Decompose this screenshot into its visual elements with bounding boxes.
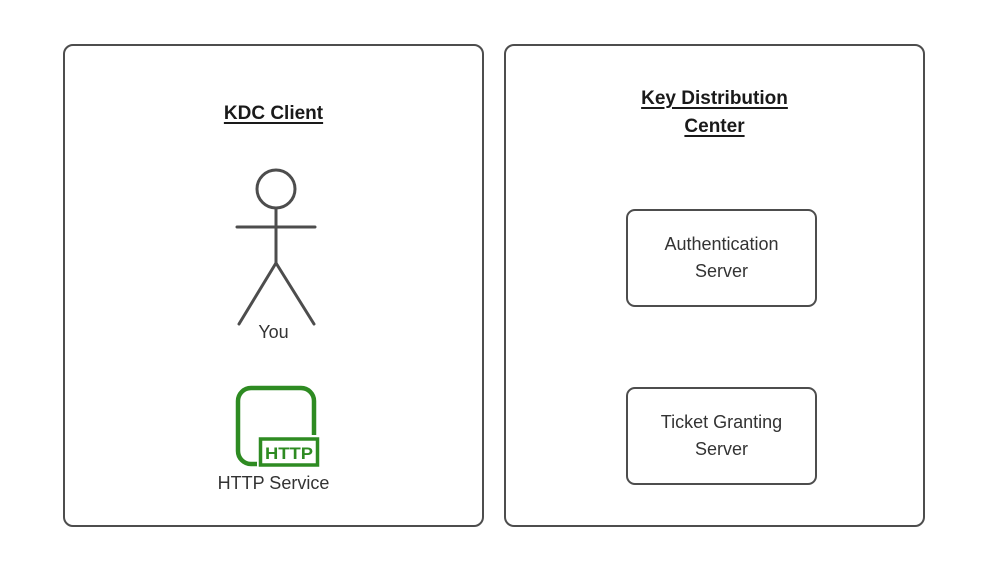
actor-label: You	[258, 322, 289, 342]
kdc-panel-title: Key Distribution Center	[506, 85, 923, 141]
service-label: HTTP Service	[217, 473, 330, 493]
kdc-client-panel: KDC Client You HTTP HTTP Service	[63, 44, 484, 527]
kdc-panel-title-line-1: Key Distribution	[641, 88, 788, 109]
authentication-server-node: Authentication Server	[626, 209, 817, 307]
person-actor-icon	[235, 168, 317, 326]
key-distribution-center-panel: Key Distribution Center Authentication S…	[504, 44, 925, 527]
ticket-granting-server-node: Ticket Granting Server	[626, 387, 817, 485]
http-badge-label: HTTP	[265, 444, 313, 463]
authentication-server-label-line-2: Server	[694, 261, 748, 281]
ticket-granting-server-label-line-1: Ticket Granting	[660, 412, 783, 432]
http-service-icon: HTTP	[235, 385, 321, 469]
client-panel-title: KDC Client	[65, 100, 482, 128]
ticket-granting-server-label-line-2: Server	[694, 439, 748, 459]
client-panel-title-line: KDC Client	[223, 103, 324, 124]
authentication-server-label-line-1: Authentication	[664, 234, 779, 254]
kdc-panel-title-line-2: Center	[684, 116, 745, 137]
